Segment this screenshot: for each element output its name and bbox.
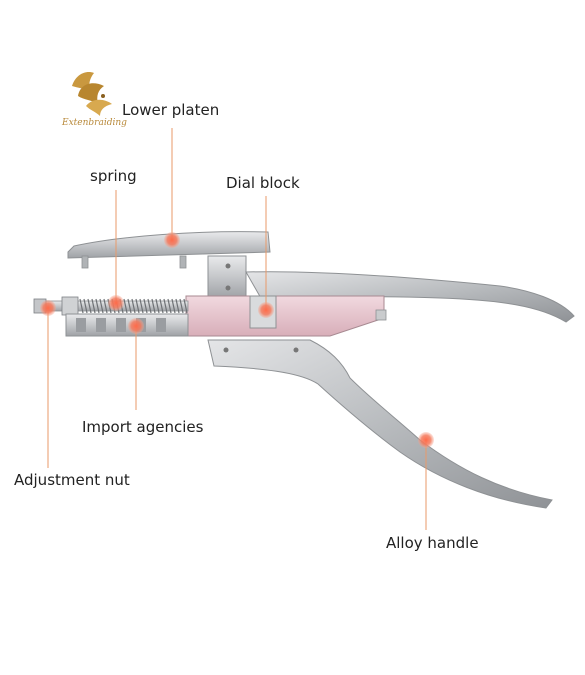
label-lower-platen: Lower platen [122, 101, 220, 119]
marker-spring [108, 295, 124, 311]
spring-coil [167, 298, 172, 314]
spring-coil [155, 298, 160, 314]
marker-alloy-handle [418, 432, 434, 448]
spring-coil [87, 298, 92, 314]
spring-coil [91, 298, 96, 314]
spring-coil [135, 298, 140, 314]
label-spring: spring [90, 167, 137, 185]
import-agencies [65, 313, 189, 337]
leader-lines [47, 128, 427, 530]
label-import-agencies: Import agencies [82, 418, 204, 436]
markers [40, 232, 434, 448]
spring-coil [95, 298, 100, 314]
spring-coil [79, 298, 84, 314]
feather-bird-logo-icon [72, 72, 112, 116]
spring-coil [171, 298, 176, 314]
spring-coil [147, 298, 152, 314]
spring-coil [163, 298, 168, 314]
spring-coil [183, 298, 188, 314]
marker-adjustment-nut [40, 300, 56, 316]
spring-coil [159, 298, 164, 314]
spring-coil [83, 298, 88, 314]
spring-coil [139, 298, 144, 314]
dial-block [207, 255, 247, 299]
marker-lower-platen [164, 232, 180, 248]
label-adjustment-nut: Adjustment nut [14, 471, 130, 489]
label-dial-block: Dial block [226, 174, 300, 192]
spring-coil [151, 298, 156, 314]
body-plate [185, 295, 387, 337]
marker-import-agencies [128, 318, 144, 334]
spring-coil [103, 298, 108, 314]
spring-coil [175, 298, 180, 314]
alloy-handle [207, 339, 553, 509]
spring-coil [127, 298, 132, 314]
label-alloy-handle: Alloy handle [386, 534, 479, 552]
spring-coil [143, 298, 148, 314]
logo-text: Extenbraiding [62, 118, 127, 128]
marker-dial-block [258, 302, 274, 318]
spring-coil [123, 298, 128, 314]
spring-coil [131, 298, 136, 314]
spring-coil [179, 298, 184, 314]
spring-coil [99, 298, 104, 314]
